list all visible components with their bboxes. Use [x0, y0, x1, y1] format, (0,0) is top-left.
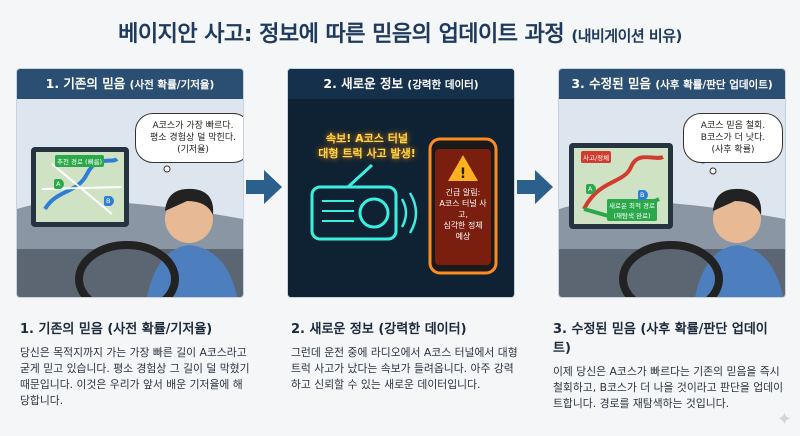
caption-prior: 1. 기존의 믿음 (사전 확률/기저율) 당신은 목적지까지 가는 가장 빠른…: [20, 318, 252, 409]
phone-alert-text: 긴급 알림: A코스 터널 사고, 심각한 정체 예상: [439, 188, 487, 241]
panel-prior-belief: 1. 기존의 믿음 (사전 확률/기저율) 추천 경로 (빠름) A B A코스…: [16, 68, 244, 298]
phone-icon: !: [428, 137, 498, 275]
map-label-route: 새로운 최적 경로 (재탐색 완료): [607, 199, 657, 221]
map-label-a: A: [586, 184, 595, 194]
svg-text:!: !: [460, 166, 466, 182]
panel-heading: 2. 새로운 정보 (강력한 데이터): [288, 69, 514, 99]
title-sub: (내비게이션 비유): [571, 27, 682, 45]
map-label-a: A: [54, 179, 63, 189]
panel-new-data: 2. 새로운 정보 (강력한 데이터) ! 속보! A코스 터널 대형 트럭 사…: [287, 68, 515, 298]
panel-heading-text: 3. 수정된 믿음: [571, 76, 651, 91]
panel-heading-text: 2. 새로운 정보: [323, 76, 404, 91]
sparkle-icon: ✦: [776, 409, 792, 430]
caption-title: 1. 기존의 믿음 (사전 확률/기저율): [20, 322, 213, 337]
thought-bubble-text: A코스가 가장 빠르다. 평소 경험상 덜 막힌다. (기저율): [150, 121, 236, 155]
caption-posterior: 3. 수정된 믿음 (사후 확률/판단 업데이트) 이제 당신은 A코스가 빠르…: [553, 318, 785, 412]
thought-bubble: A코스 믿음 철회. B코스가 더 낫다. (사후 확률): [683, 113, 783, 163]
news-illustration: !: [288, 99, 514, 297]
thought-bubble: A코스가 가장 빠르다. 평소 경험상 덜 막힌다. (기저율): [135, 113, 243, 163]
panel-heading: 1. 기존의 믿음 (사전 확률/기저율): [17, 69, 243, 99]
steering-wheel: [75, 241, 179, 297]
warning-icon: [448, 155, 478, 181]
caption-body: 이제 당신은 A코스가 빠르다는 기존의 믿음을 즉시 철회하고, B코스가 더…: [553, 365, 784, 410]
driver-head: [713, 195, 761, 243]
caption-body: 당신은 목적지까지 가는 가장 빠른 길이 A코스라고 굳게 믿고 있습니다. …: [20, 346, 250, 407]
breaking-news-text: 속보! A코스 터널 대형 트럭 사고 발생!: [318, 132, 416, 160]
steering-wheel: [619, 241, 723, 297]
map-label-accident: 사고/정체: [581, 151, 612, 163]
radio-icon: [310, 163, 418, 241]
arrow-right-icon: [517, 170, 553, 204]
map-label-route: 추천 경로 (빠름): [55, 155, 105, 167]
caption-title: 2. 새로운 정보 (강력한 데이터): [291, 322, 467, 337]
title-main: 베이지안 사고: 정보에 따른 믿음의 업데이트 과정: [118, 22, 565, 47]
panel-heading-sub: (강력한 데이터): [407, 79, 479, 91]
caption-title: 3. 수정된 믿음 (사후 확률/판단 업데이트): [553, 322, 768, 356]
car-interior-illustration: [17, 99, 243, 297]
panel-heading-sub: (사후 확률/판단 업데이트): [655, 79, 773, 91]
driver-head: [165, 195, 213, 243]
panel-heading-sub: (사전 확률/기저율): [129, 79, 215, 91]
caption-new-data: 2. 새로운 정보 (강력한 데이터) 그런데 운전 중에 라디오에서 A코스 …: [291, 318, 523, 393]
thought-bubble-text: A코스 믿음 철회. B코스가 더 낫다. (사후 확률): [700, 121, 766, 155]
caption-body: 그런데 운전 중에 라디오에서 A코스 터널에서 대형 트럭 사고가 났다는 속…: [291, 346, 518, 391]
panel-heading: 3. 수정된 믿음 (사후 확률/판단 업데이트): [559, 69, 785, 99]
arrow-right-icon: [246, 170, 282, 204]
page-title: 베이지안 사고: 정보에 따른 믿음의 업데이트 과정 (내비게이션 비유): [0, 16, 800, 48]
car-interior-illustration: [559, 99, 785, 297]
panel-heading-text: 1. 기존의 믿음: [45, 76, 126, 91]
map-label-b: B: [638, 190, 647, 200]
panel-posterior-belief: 3. 수정된 믿음 (사후 확률/판단 업데이트) 사고/정체 새로운 최적 경…: [558, 68, 786, 298]
map-label-b: B: [104, 196, 113, 206]
